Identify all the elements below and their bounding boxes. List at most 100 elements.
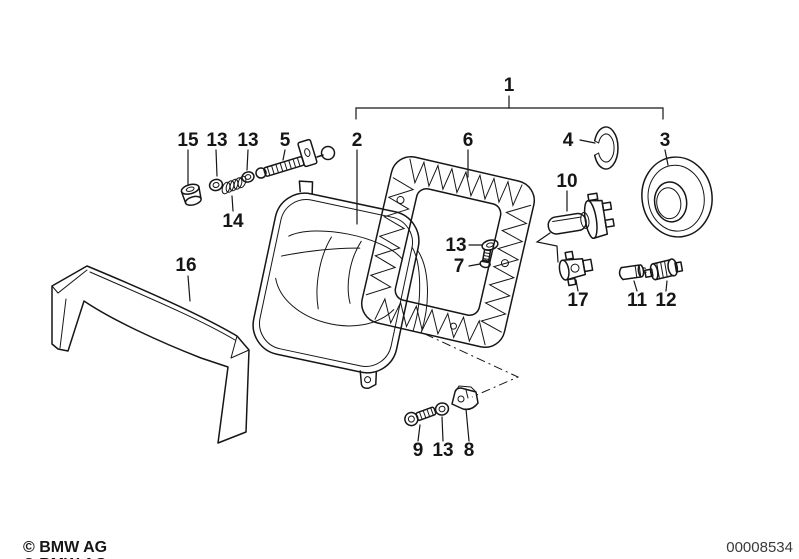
bulb-glass-line [552, 216, 582, 222]
socket-body [652, 258, 674, 281]
screw-socket [407, 415, 415, 423]
washer-hole [486, 242, 494, 248]
frame-truss-right [480, 204, 532, 333]
callout-1: 1 [504, 75, 515, 96]
cover-leg-crease [51, 269, 88, 349]
leader-7 [468, 263, 481, 267]
leader-13-b [246, 149, 249, 171]
frame-outer-edge [360, 155, 536, 349]
part-6-frame-drawing [360, 155, 536, 349]
callout-8: 8 [464, 440, 475, 461]
spring-coil [237, 175, 247, 189]
bulb-tab-top [587, 192, 599, 202]
copyright-text-clipped: © BMW AG [23, 556, 107, 559]
bulb-body [620, 264, 642, 281]
socket-detail [570, 263, 580, 273]
bulb-base-lines [634, 264, 642, 279]
callout-13-frame: 13 [445, 235, 466, 256]
screw-ball-end [255, 167, 267, 179]
frame-truss-top [409, 158, 523, 208]
bracket-line [355, 95, 664, 120]
leader-4 [579, 139, 596, 144]
washer-outer [241, 171, 255, 183]
screw-bracket [297, 138, 318, 168]
ball-stud [320, 145, 336, 161]
part-13-washer-c-drawing [434, 402, 450, 416]
part-12-socket-drawing [644, 258, 684, 281]
socket-ridges [656, 260, 668, 280]
callout-labels: 1 15 13 13 5 2 6 4 3 14 16 10 13 7 17 11… [175, 75, 676, 461]
bulb-tab-upper [601, 201, 613, 212]
screw-threads [418, 407, 434, 420]
lens-curve-bottom [275, 277, 395, 327]
callout-13-a: 13 [206, 130, 227, 151]
grommet-bottom [184, 195, 202, 206]
ring-inner [598, 133, 615, 163]
callout-2: 2 [352, 130, 363, 151]
lens-curve-top [288, 230, 403, 260]
lens-outer-edge [252, 192, 420, 374]
document-number-clipped: 00008534 [726, 556, 793, 559]
footer: © BMW AG 00008534 © BMW AG 00008534 [23, 539, 793, 559]
bracket-hole [304, 148, 311, 157]
part-13-washer-b-drawing [241, 171, 255, 183]
part-2-lens-drawing [252, 180, 420, 389]
callout-9: 9 [413, 440, 424, 461]
cap-opening-outer [653, 181, 688, 223]
part-3-sealing-cap-drawing [641, 156, 713, 238]
leader-bulb-socket [535, 232, 559, 263]
part-13-washer-frame-drawing [481, 239, 499, 251]
part-15-grommet-drawing [180, 183, 202, 206]
cover-bend-line [230, 335, 250, 359]
screw-head [479, 259, 491, 269]
lens-bottom-tab [359, 370, 378, 389]
leader-13-a [215, 149, 218, 177]
bulb-collar [580, 212, 590, 229]
housing-arc-1 [411, 246, 421, 332]
socket-flange [558, 259, 570, 281]
grommet-side [180, 186, 202, 204]
leader-8 [465, 408, 470, 442]
leader-13-c [441, 416, 444, 442]
part-5-adjusting-screw-drawing [255, 138, 336, 179]
leader-9 [417, 424, 421, 442]
lens-curve-mid-left [316, 236, 332, 310]
socket-connector [582, 258, 594, 273]
lens-inner-edge [259, 199, 413, 367]
callout-1-bracket [355, 95, 664, 120]
lens-top-tab [298, 180, 314, 194]
part-13-washer-a-drawing [208, 178, 224, 192]
callout-14: 14 [222, 211, 244, 232]
callout-12: 12 [655, 290, 676, 311]
leader-12 [665, 280, 668, 292]
bulb-dome [618, 266, 624, 281]
leader-14 [231, 195, 234, 212]
lens-curve-mid-right [347, 240, 362, 304]
frame-boss-bottom [449, 322, 457, 330]
frame-truss-bottom [374, 297, 486, 346]
housing-arc-2 [417, 250, 428, 334]
clamp-hole [457, 395, 465, 403]
washer-outer [481, 239, 499, 251]
part-9-screw-drawing [404, 406, 437, 427]
part-7-screw-drawing [479, 248, 492, 269]
cap-opening-inner [656, 187, 682, 220]
leader-lines [187, 139, 669, 442]
lens-curve-diagonal [280, 247, 361, 257]
washer-hole [212, 181, 220, 189]
copyright-text: © BMW AG [23, 539, 107, 556]
grommet-top [180, 183, 200, 195]
part-14-spring-drawing [221, 175, 247, 195]
frame-truss-left [365, 177, 415, 296]
frame-boss-left [396, 195, 405, 204]
grommet-hole [185, 186, 195, 192]
leader-11 [633, 280, 638, 292]
cover-outline [51, 265, 250, 444]
part-4-retaining-ring-drawing [593, 126, 619, 170]
screw-threads [482, 252, 491, 261]
frame-inner-edge [394, 188, 502, 316]
part-8-clamp-drawing [451, 385, 479, 411]
bulb-flange [583, 199, 598, 240]
part-17-socket-drawing [558, 250, 594, 287]
bulb-base [587, 199, 609, 240]
